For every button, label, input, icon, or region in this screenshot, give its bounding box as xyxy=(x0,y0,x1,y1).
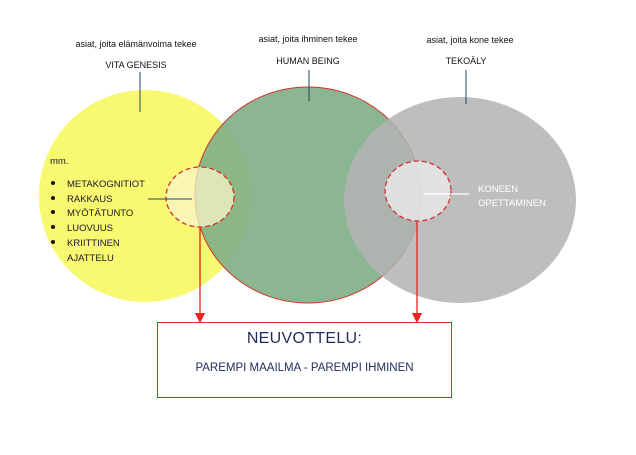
list-item: MYÖTÄTUNTO xyxy=(67,208,133,219)
vita-genesis-circle xyxy=(39,90,251,302)
tekoaly-circle xyxy=(344,97,576,303)
left-list: METAKOGNITIOT RAKKAUS MYÖTÄTUNTO LUOVUUS… xyxy=(51,179,145,264)
right-label-line1: KONEEN xyxy=(478,184,518,195)
list-item: KRIITTINEN xyxy=(67,238,120,249)
left-title: VITA GENESIS xyxy=(105,60,166,70)
result-title: NEUVOTTELU: xyxy=(246,330,363,347)
list-intro: mm. xyxy=(50,156,68,167)
list-item: RAKKAUS xyxy=(67,194,112,205)
mid-subtitle: asiat, joita ihminen tekee xyxy=(258,34,357,44)
left-intersection-circle xyxy=(165,166,235,228)
list-item: LUOVUUS xyxy=(67,223,113,234)
left-subtitle: asiat, joita elämänvoima tekee xyxy=(75,39,196,49)
right-subtitle: asiat, joita kone tekee xyxy=(426,35,513,45)
bullet-icon xyxy=(51,196,55,200)
right-intersection-circle xyxy=(384,160,452,222)
result-subtitle: PAREMPI MAAILMA - PAREMPI IHMINEN xyxy=(195,362,414,374)
result-box: NEUVOTTELU: PAREMPI MAAILMA - PAREMPI IH… xyxy=(157,322,452,398)
list-item: METAKOGNITIOT xyxy=(67,179,145,190)
mid-title: HUMAN BEING xyxy=(276,56,340,66)
bullet-icon xyxy=(51,210,55,214)
bullet-icon xyxy=(51,240,55,244)
bullet-icon xyxy=(51,225,55,229)
right-title: TEKOÄLY xyxy=(446,56,487,66)
list-item: AJATTELU xyxy=(67,253,114,264)
right-label-line2: OPETTAMINEN xyxy=(478,198,546,209)
bullet-icon xyxy=(51,181,55,185)
